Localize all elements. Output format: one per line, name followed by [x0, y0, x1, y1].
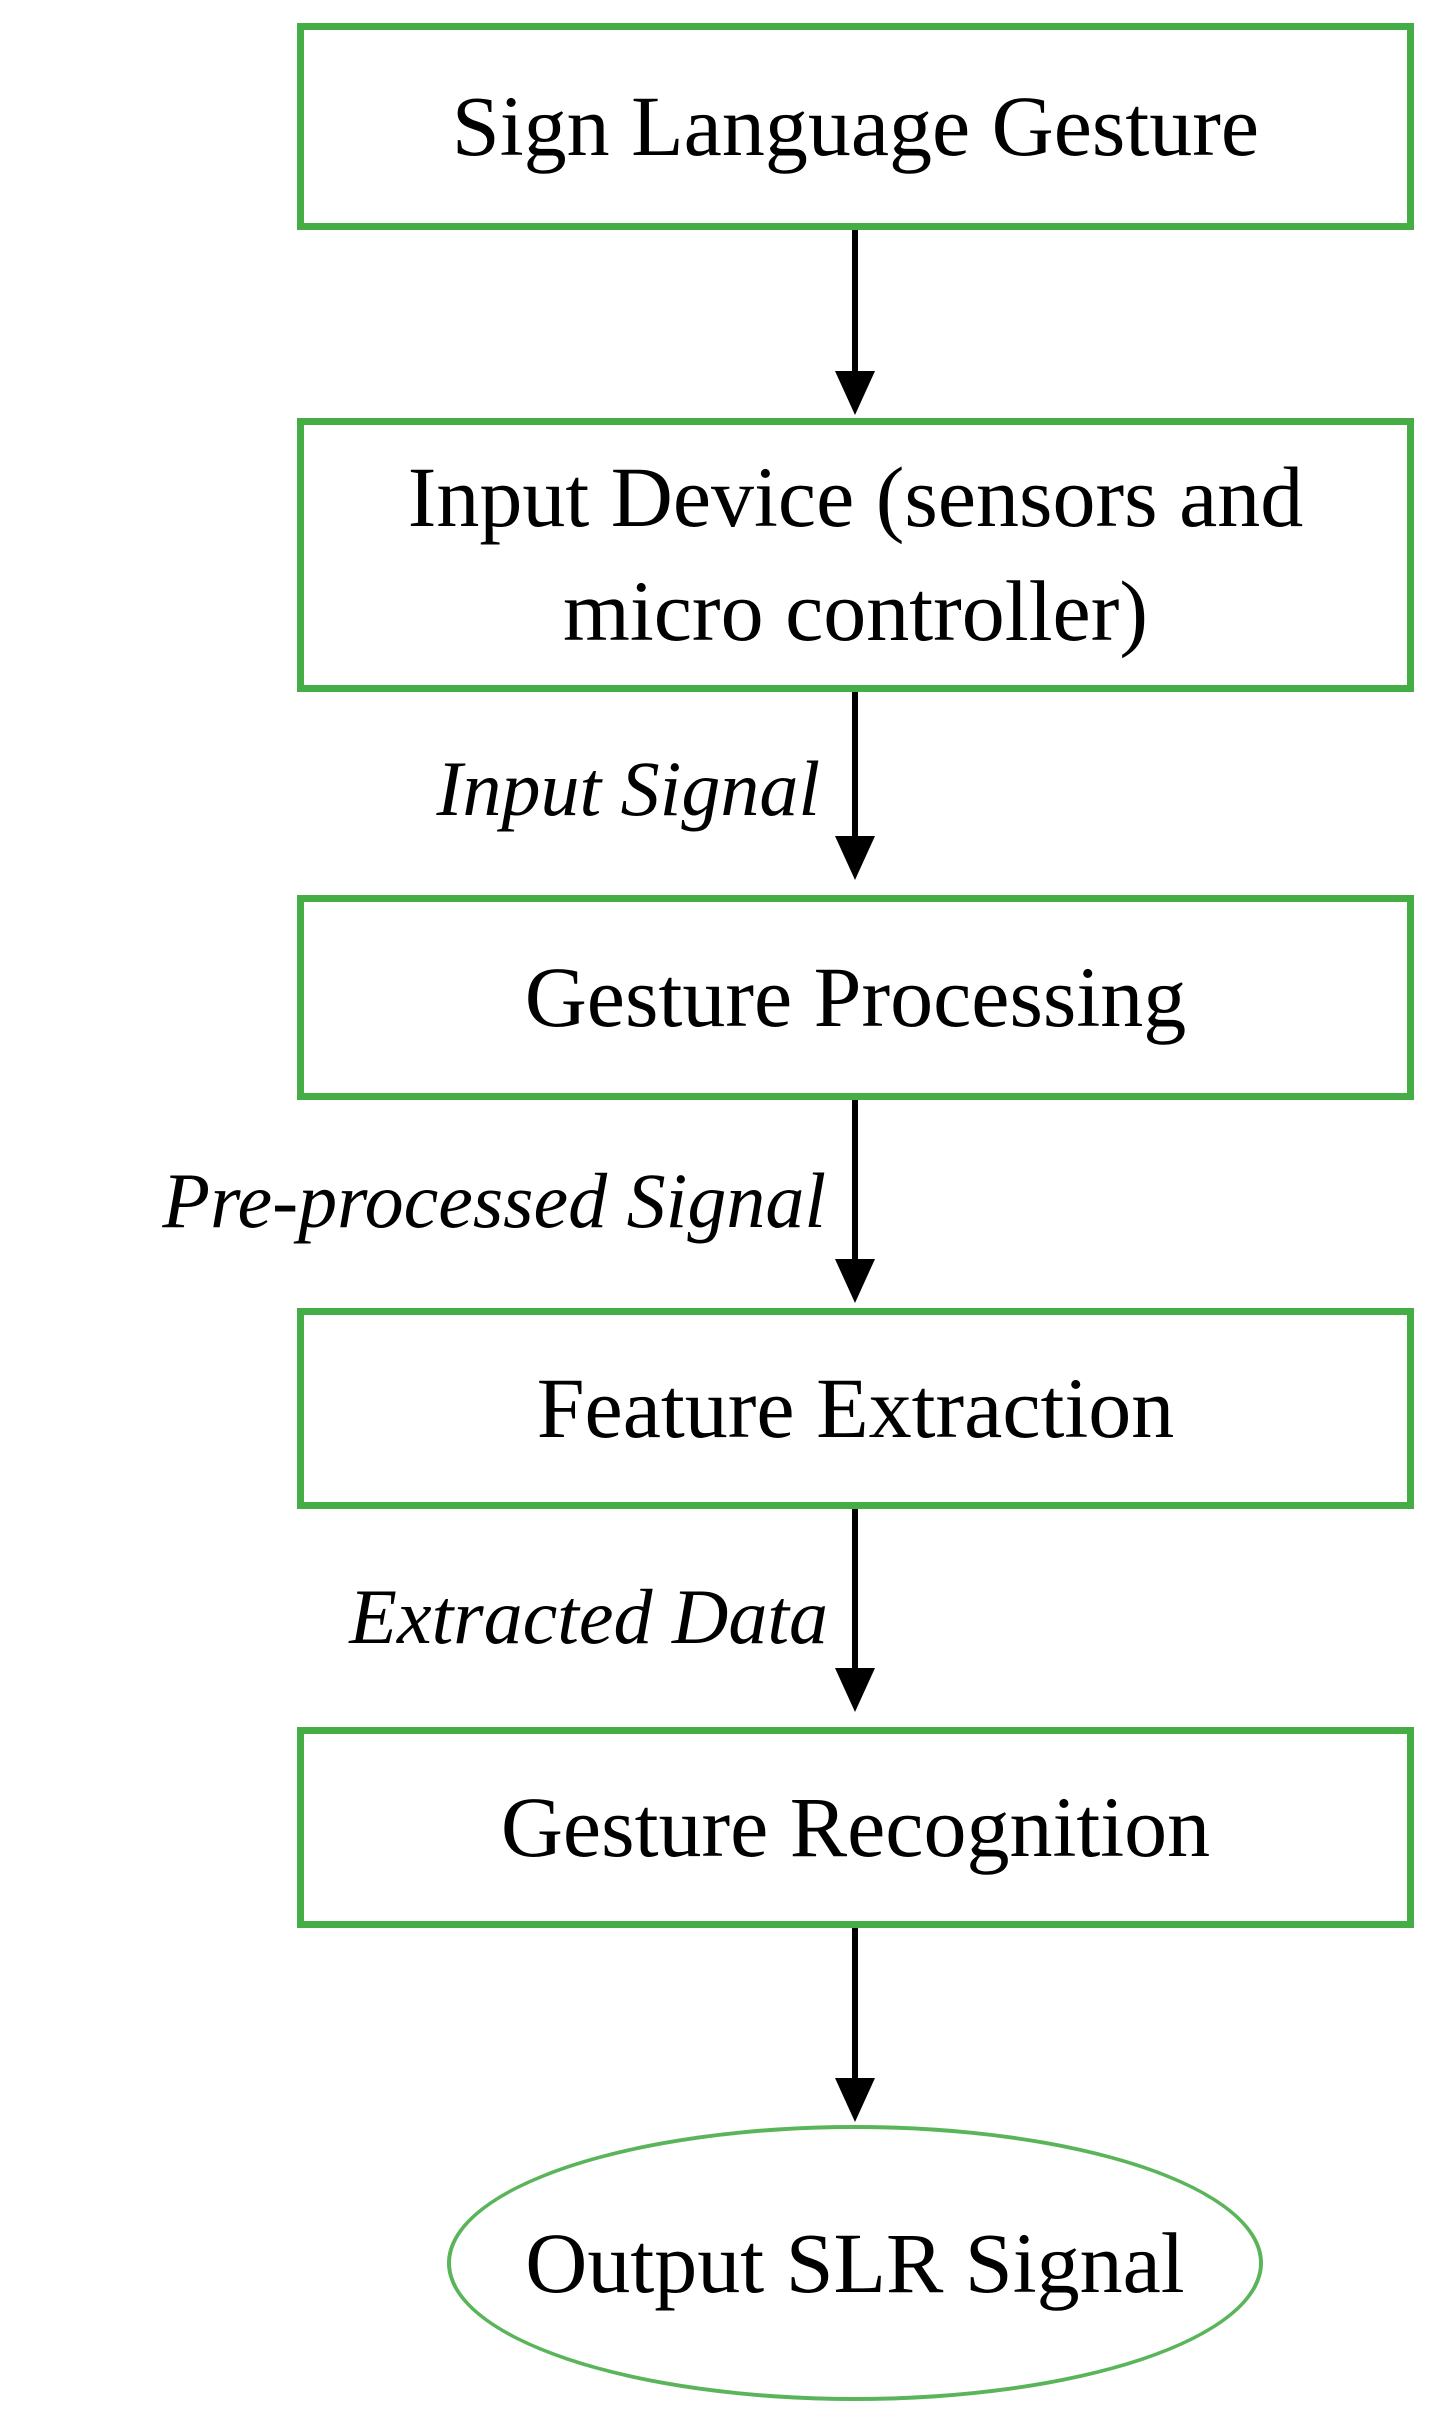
arrow-line-1	[852, 230, 858, 372]
arrow-down-icon	[835, 2078, 875, 2122]
arrow-line-5	[852, 1928, 858, 2079]
node-label-feature-extraction: Feature Extraction	[536, 1359, 1175, 1456]
arrow-line-3	[852, 1100, 858, 1260]
arrow-down-icon	[835, 836, 875, 880]
arrow-down-icon	[835, 1668, 875, 1712]
flow-node-output-slr-signal: Output SLR Signal	[447, 2125, 1263, 2401]
arrow-line-4	[852, 1509, 858, 1669]
arrow-down-icon	[835, 371, 875, 415]
flow-node-feature-extraction: Feature Extraction	[297, 1308, 1414, 1509]
flow-node-input-device: Input Device (sensors and micro controll…	[297, 418, 1414, 692]
flow-node-gesture-recognition: Gesture Recognition	[297, 1727, 1414, 1928]
edge-label-pre-processed-signal: Pre-processed Signal	[162, 1157, 826, 1244]
node-label-output-slr-signal: Output SLR Signal	[525, 2215, 1185, 2311]
edge-label-input-signal: Input Signal	[436, 745, 821, 832]
node-label-sign-language-gesture: Sign Language Gesture	[451, 77, 1260, 174]
arrow-line-2	[852, 692, 858, 837]
arrow-down-icon	[835, 1259, 875, 1303]
flow-node-gesture-processing: Gesture Processing	[297, 895, 1414, 1100]
flow-node-sign-language-gesture: Sign Language Gesture	[297, 23, 1414, 230]
node-label-input-device: Input Device (sensors and micro controll…	[407, 449, 1304, 659]
node-label-gesture-recognition: Gesture Recognition	[500, 1778, 1211, 1875]
node-label-gesture-processing: Gesture Processing	[524, 948, 1187, 1045]
edge-label-extracted-data: Extracted Data	[349, 1573, 828, 1660]
